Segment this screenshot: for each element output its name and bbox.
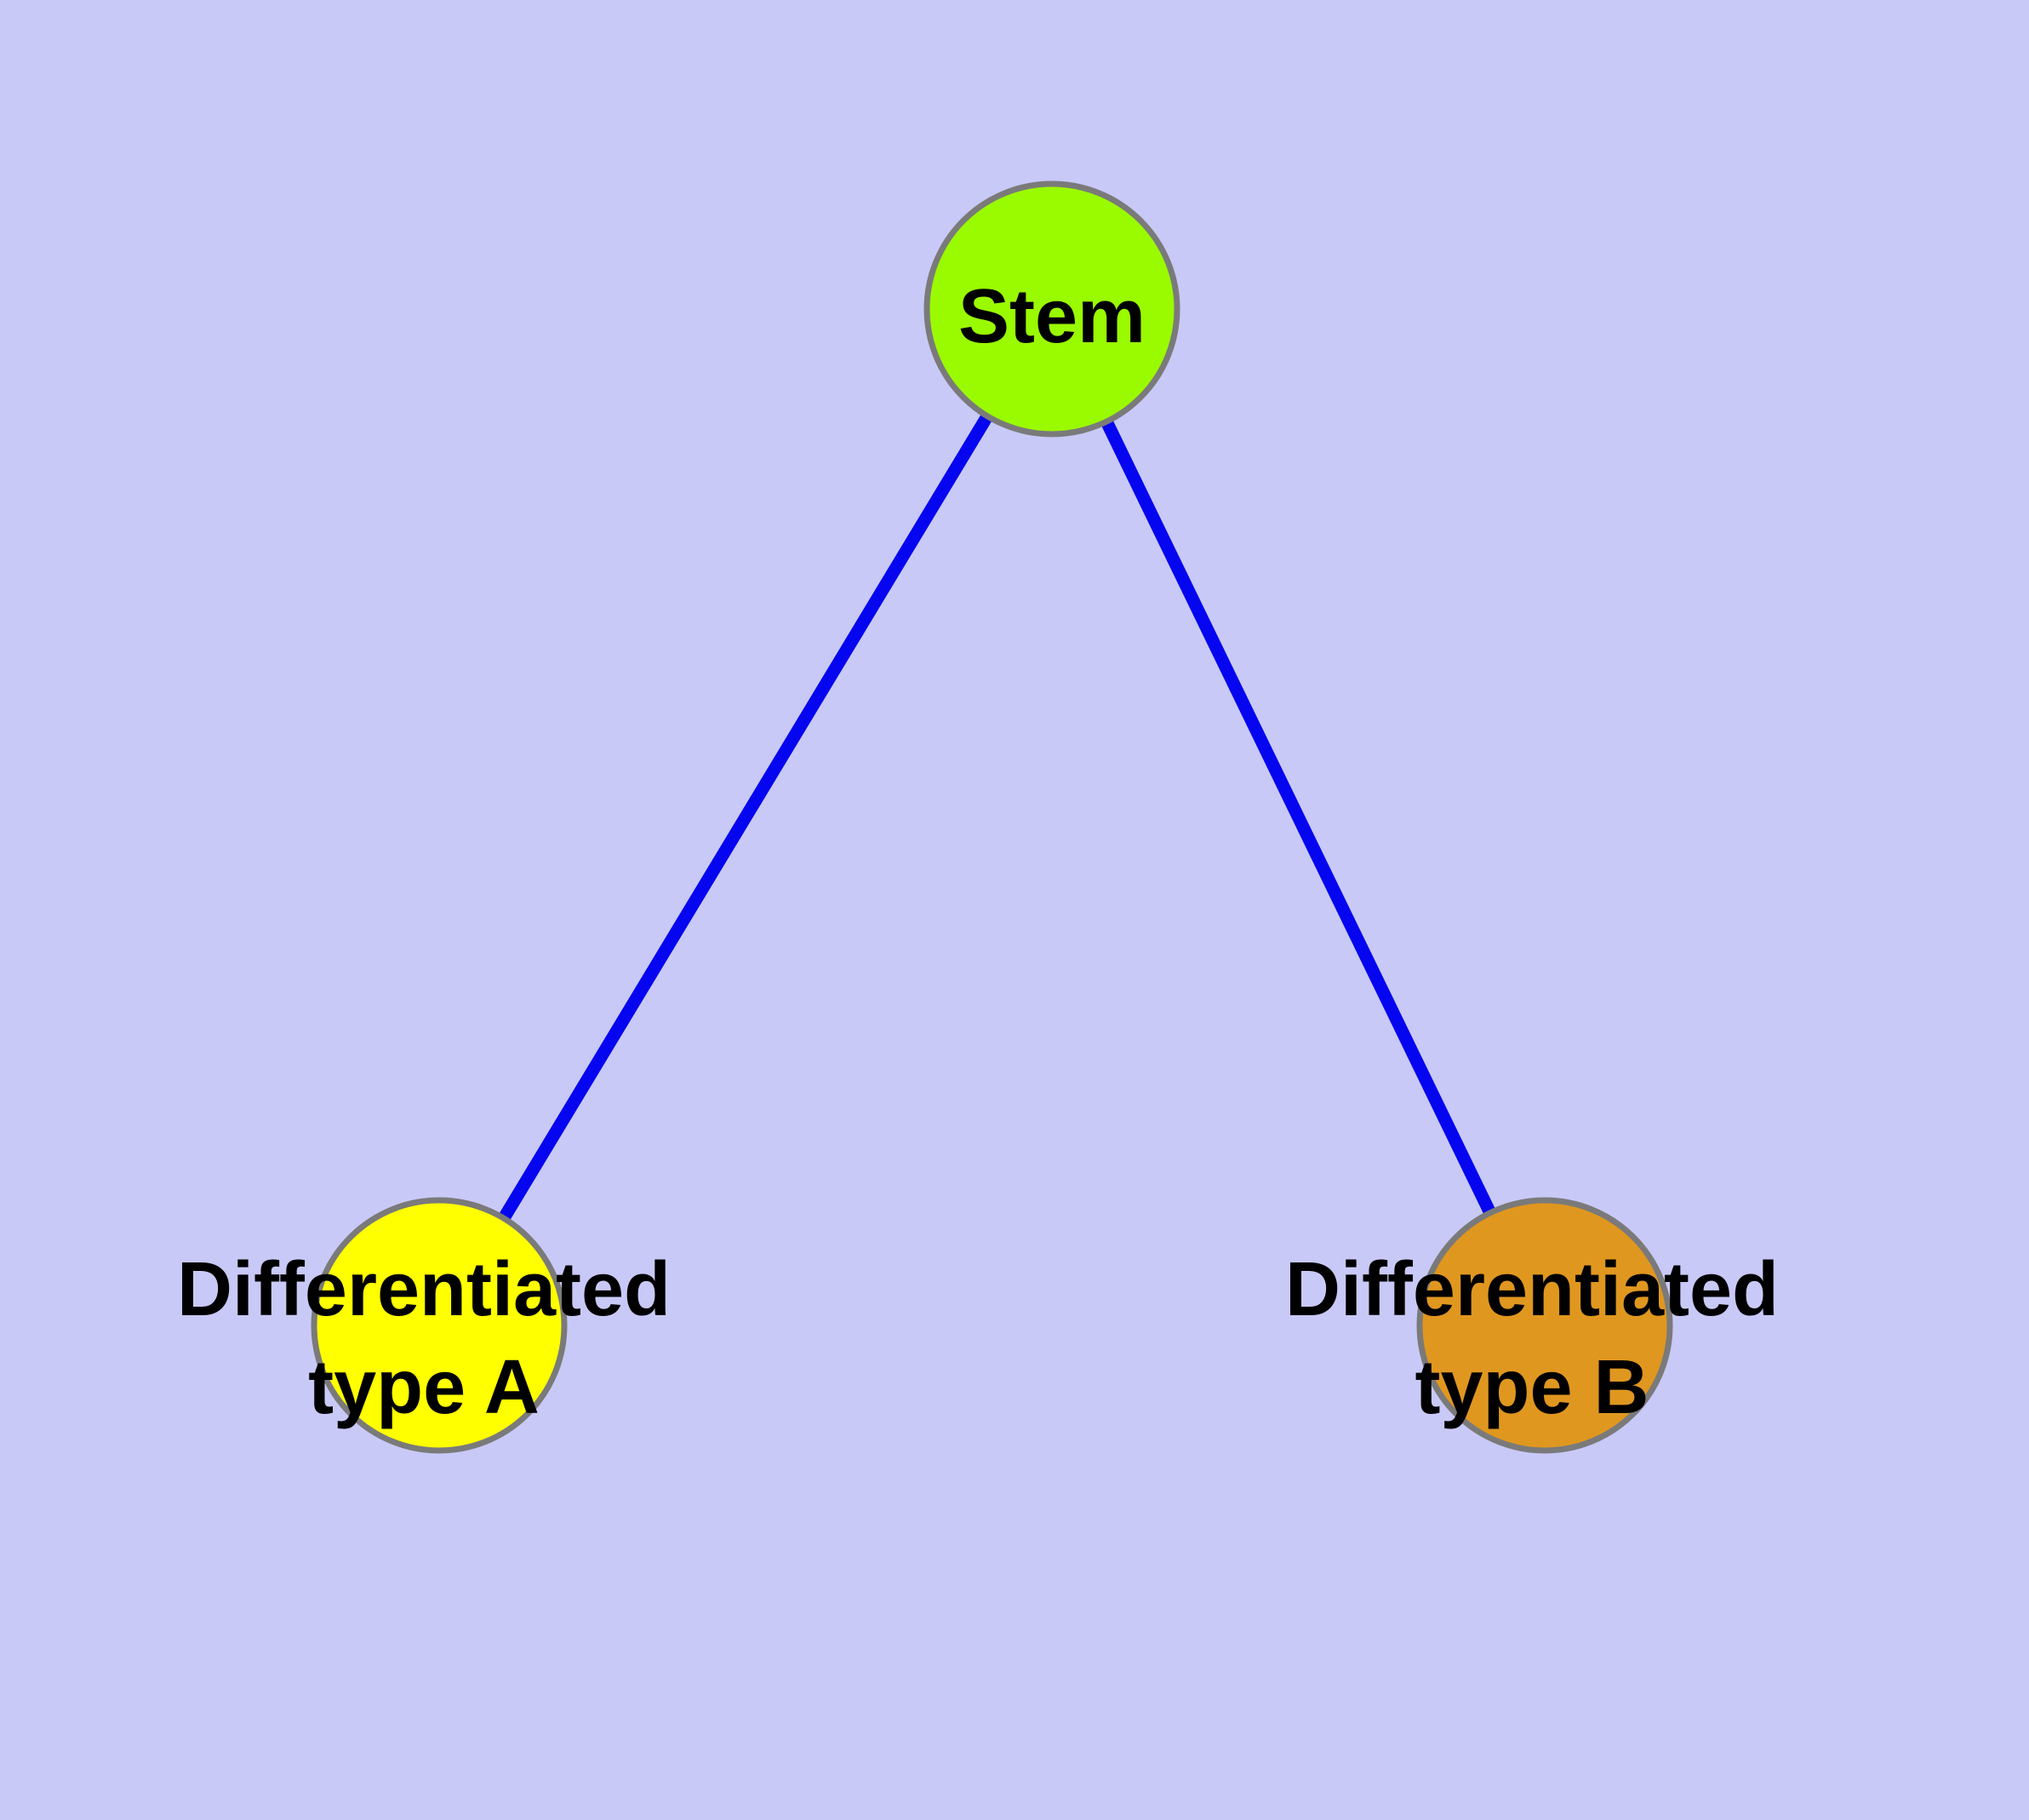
- edge-stem-to-type-a: [433, 306, 1058, 1329]
- edge-stem-to-type-b: [1046, 306, 1551, 1329]
- node-differentiated-type-b-label-line2: type B: [1415, 1345, 1649, 1430]
- node-differentiated-type-b: Differentiated type B: [1285, 1197, 1779, 1454]
- node-stem-circle: [923, 180, 1180, 438]
- node-differentiated-type-b-label-line1: Differentiated: [1285, 1247, 1779, 1332]
- node-stem: Stem: [923, 180, 1180, 438]
- node-differentiated-type-a: Differentiated type A: [177, 1197, 671, 1454]
- node-differentiated-type-b-circle: [1416, 1197, 1673, 1454]
- node-differentiated-type-a-label-line1: Differentiated: [177, 1247, 671, 1332]
- node-stem-label: Stem: [958, 274, 1146, 359]
- node-differentiated-type-a-label-line2: type A: [308, 1345, 540, 1430]
- node-differentiated-type-a-circle: [311, 1197, 568, 1454]
